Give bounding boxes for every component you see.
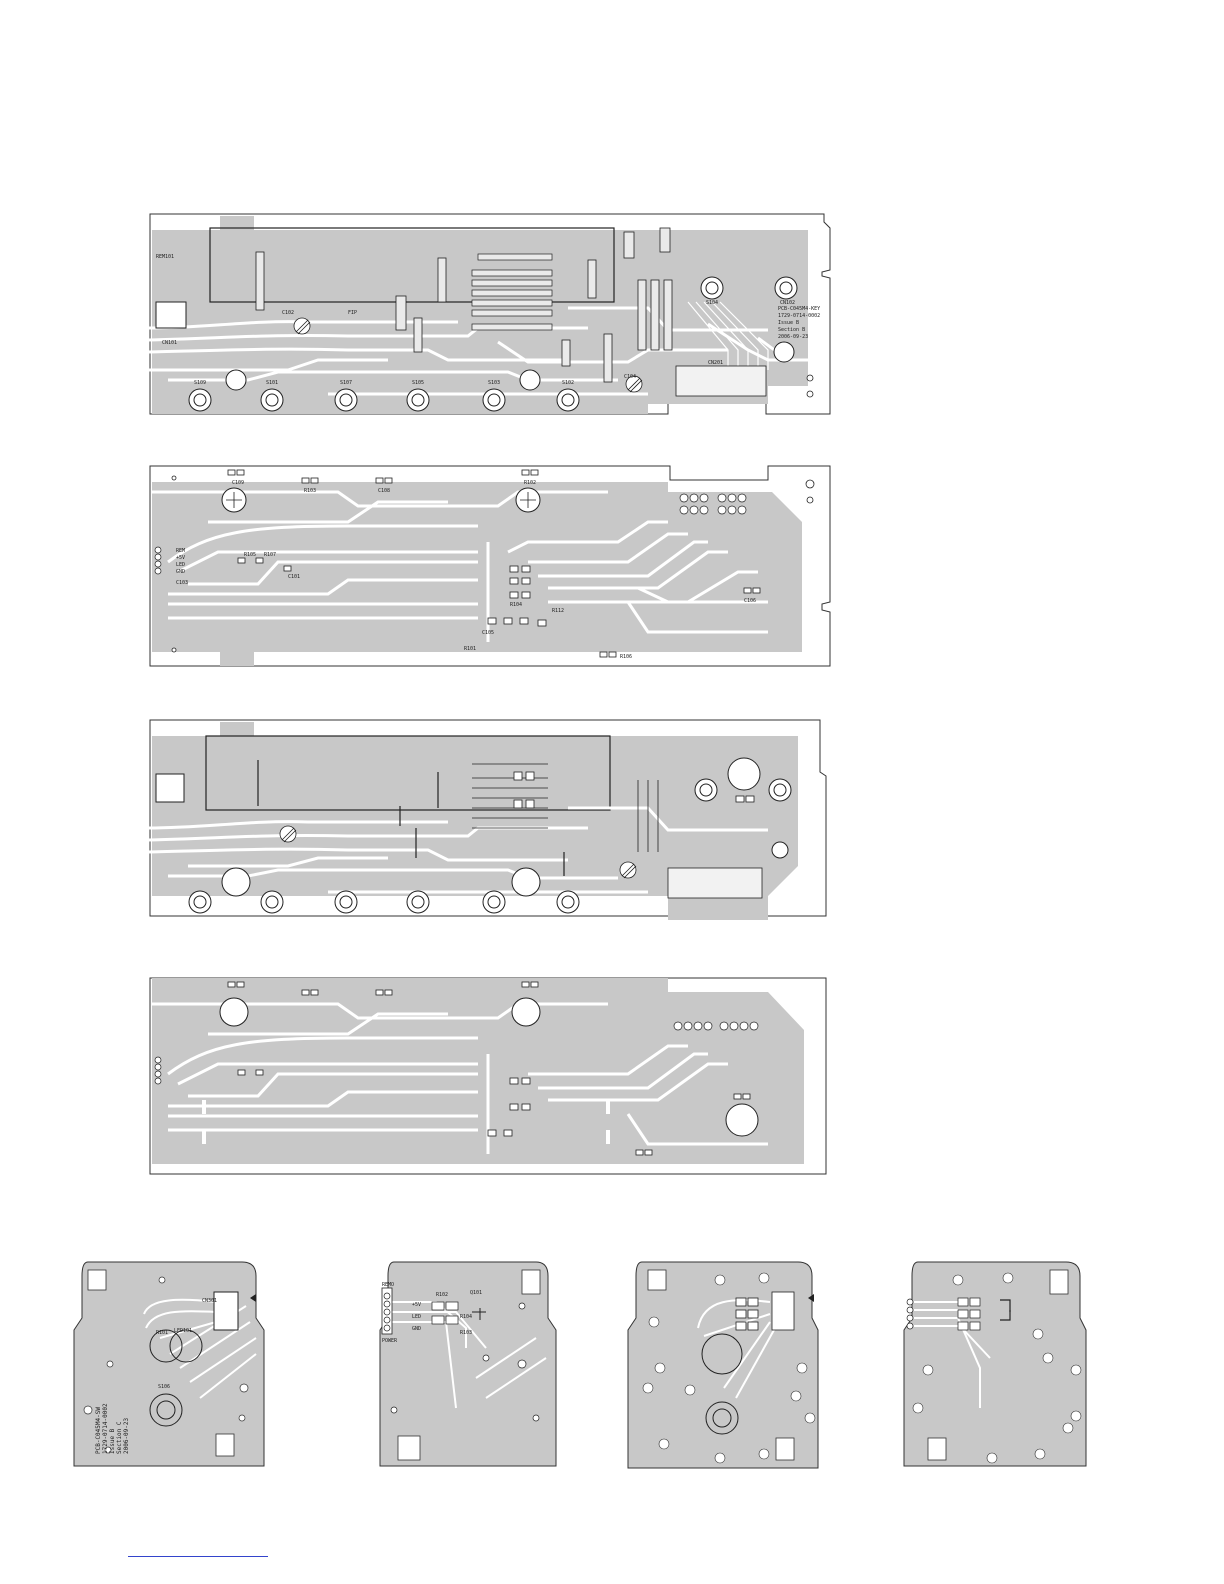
switch-board-a-copper	[624, 1258, 824, 1474]
silk-label: C105	[482, 630, 494, 636]
silk-label: S109	[194, 380, 206, 386]
switch-board-b: REMO +5V LED GND POWER R102 Q101 R104 R1…	[376, 1258, 576, 1474]
silk-label: LED	[412, 1314, 421, 1320]
silk-label: C108	[378, 488, 390, 494]
silk-pcb-id: 2006-09-23	[123, 1417, 130, 1454]
silk-label: R102	[524, 480, 536, 486]
silk-label: C101	[288, 574, 300, 580]
key-board-copper-top-svg	[148, 719, 827, 920]
silk-label: LED	[176, 562, 185, 568]
silk-label: REMO	[382, 1282, 394, 1288]
silk-label: LED101	[174, 1328, 192, 1334]
silk-label: CN102	[780, 300, 795, 306]
silk-label: S107	[340, 380, 352, 386]
silk-label: R102	[436, 1292, 448, 1298]
silk-label: +5V	[412, 1302, 421, 1308]
silk-label: R104	[510, 602, 522, 608]
silk-pcb-id: PCB-C045M4-SW	[95, 1407, 102, 1454]
silk-label: R107	[264, 552, 276, 558]
silk-label: +5V	[176, 555, 185, 561]
switch-board-a-copper-svg	[627, 1261, 819, 1469]
silk-label: R101	[464, 646, 476, 652]
key-board-copper-top	[148, 716, 838, 926]
silk-label: R104	[460, 1314, 472, 1320]
silk-label: S103	[488, 380, 500, 386]
switch-board-b-svg: REMO +5V LED GND POWER R102 Q101 R104 R1…	[379, 1261, 557, 1467]
silk-pcb-id: Section C	[116, 1421, 123, 1454]
silk-pcb-id: 1729-0714-0002	[778, 313, 820, 319]
silk-label: REM101	[156, 254, 174, 260]
silk-pcb-id: 1729-0714-0002	[102, 1403, 109, 1454]
silk-label: R112	[552, 608, 564, 614]
silk-pcb-id: Issue B	[778, 320, 799, 326]
key-board-top-svg: REM101 CN101 C102 C104 FIP S109 S101 S10…	[148, 213, 831, 415]
silk-label: C103	[176, 580, 188, 586]
silk-label: C104	[624, 374, 636, 380]
switch-board-a: R101 LED101 S106 CN301 PCB-C045M4-SW 172…	[70, 1258, 270, 1474]
silk-label: GND	[412, 1326, 421, 1332]
silk-pcb-id: Section B	[778, 327, 805, 333]
footer-rule	[128, 1556, 268, 1557]
silk-label: R103	[460, 1330, 472, 1336]
silk-label: S105	[412, 380, 424, 386]
switch-board-b-copper-svg	[903, 1261, 1087, 1467]
silk-label: C109	[232, 480, 244, 486]
switch-board-a-svg: R101 LED101 S106 CN301 PCB-C045M4-SW 172…	[73, 1261, 265, 1467]
switch-board-b-copper	[900, 1258, 1100, 1474]
silk-label: C106	[744, 598, 756, 604]
silk-label: C102	[282, 310, 294, 316]
silk-label: R105	[244, 552, 256, 558]
silk-label: CN101	[162, 340, 177, 346]
silk-label: R103	[304, 488, 316, 494]
silk-label: CN201	[708, 360, 723, 366]
silk-label: REM	[176, 548, 185, 554]
silk-label: FIP	[348, 310, 357, 316]
key-board-bottom-svg: C109 R103 C108 R102 REM +5V LED GND R105…	[149, 465, 831, 667]
silk-label: CN301	[202, 1298, 217, 1304]
silk-pcb-id: PCB-C045M4-KEY	[778, 306, 820, 312]
silk-label: POWER	[382, 1338, 398, 1344]
key-board-copper-bottom	[148, 974, 838, 1184]
silk-label: S101	[266, 380, 278, 386]
silk-label: S102	[562, 380, 574, 386]
silk-pcb-id: Issue B	[109, 1428, 116, 1454]
silk-label: Q101	[470, 1290, 482, 1296]
key-board-top: REM101 CN101 C102 C104 FIP S109 S101 S10…	[148, 210, 838, 420]
silk-pcb-id: 2006-09-23	[778, 334, 808, 340]
silk-label: R101	[156, 1330, 168, 1336]
silk-label: S104	[706, 300, 718, 306]
silk-label: GND	[176, 569, 185, 575]
key-board-copper-bottom-svg	[149, 977, 827, 1175]
key-board-bottom: C109 R103 C108 R102 REM +5V LED GND R105…	[148, 462, 838, 672]
silk-label: R106	[620, 654, 632, 660]
silk-label: S106	[158, 1384, 170, 1390]
